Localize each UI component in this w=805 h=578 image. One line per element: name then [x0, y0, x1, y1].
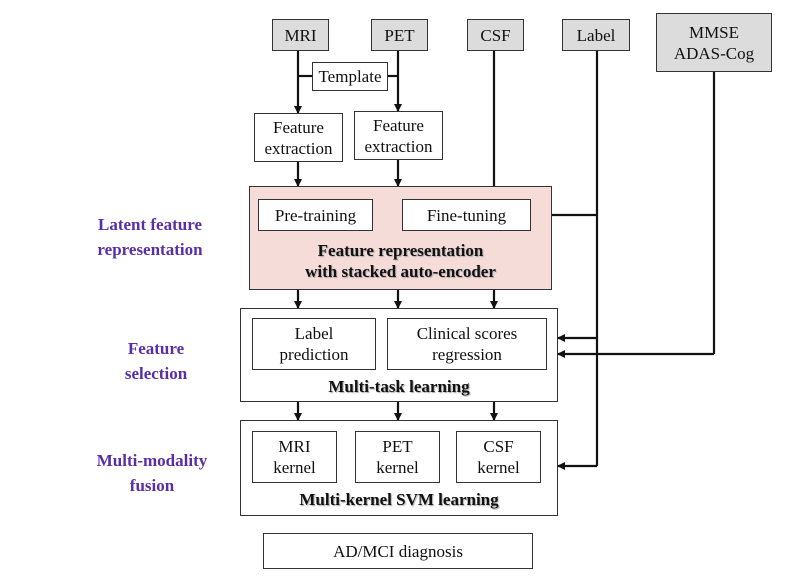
input-mmse-adas: MMSE ADAS-Cog: [656, 13, 772, 72]
input-mri: MRI: [272, 19, 329, 51]
input-csf: CSF: [467, 19, 524, 51]
finetuning-box: Fine-tuning: [402, 199, 531, 231]
template-box: Template: [312, 62, 388, 91]
feature-extraction-pet: Feature extraction: [354, 111, 443, 160]
csf-kernel-box: CSF kernel: [456, 431, 541, 483]
side-label-latent: Latent feature representation: [97, 215, 203, 259]
latent-group-title: Feature representation with stacked auto…: [305, 241, 496, 281]
diagnosis-output-box: AD/MCI diagnosis: [263, 533, 533, 569]
label-prediction-box: Label prediction: [252, 318, 376, 370]
pretraining-box: Pre-training: [258, 199, 373, 231]
input-label: Label: [562, 19, 630, 51]
input-pet: PET: [371, 19, 428, 51]
feature-extraction-mri: Feature extraction: [254, 113, 343, 162]
multitask-group-title: Multi-task learning: [328, 377, 470, 396]
mri-kernel-box: MRI kernel: [252, 431, 337, 483]
side-label-fusion: Multi-modality fusion: [96, 451, 208, 495]
svm-group-title: Multi-kernel SVM learning: [299, 490, 499, 509]
clinical-regression-box: Clinical scores regression: [387, 318, 547, 370]
pet-kernel-box: PET kernel: [355, 431, 440, 483]
side-label-selection: Feature selection: [124, 339, 188, 383]
